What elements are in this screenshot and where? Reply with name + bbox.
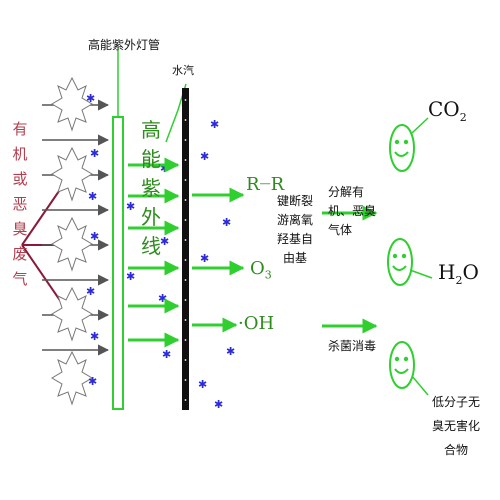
co2-subscript: 2 <box>459 111 467 124</box>
plate-dot <box>184 99 187 101</box>
plate-dot <box>184 319 187 321</box>
particle-icon: ✱ <box>88 190 97 203</box>
particle-icon: ✱ <box>200 150 209 163</box>
smiley-face-icon <box>387 238 413 286</box>
connector-line <box>409 269 433 279</box>
ozone-subscript: 3 <box>264 268 272 282</box>
particle-icon: ✱ <box>88 375 97 388</box>
particle-icon: ✱ <box>126 200 135 213</box>
particle-icon: ✱ <box>90 330 99 343</box>
catalyst-plate <box>182 88 189 410</box>
plate-dot <box>184 379 187 381</box>
particle-icon: ✱ <box>200 252 209 265</box>
hydroxyl-radical-label: ·OH <box>238 313 275 334</box>
starburst-icon <box>51 146 93 202</box>
bond-r-r: R—R <box>246 174 284 195</box>
particle-icon: ✱ <box>198 378 207 391</box>
particle-icon: ✱ <box>86 285 95 298</box>
product-h2o: H2O <box>438 260 479 287</box>
plate-dot <box>184 259 187 261</box>
radical-r-right: R <box>270 174 285 195</box>
uv-label-char: 能 <box>141 147 161 171</box>
bond-dash: — <box>259 177 271 190</box>
uv-label-char: 外 <box>141 205 161 229</box>
particle-icon: ✱ <box>210 118 219 131</box>
uv-lamp-tube <box>112 116 124 410</box>
particle-icon: ✱ <box>86 92 95 105</box>
waste-gas-char: 气 <box>12 270 28 288</box>
plate-dot <box>184 139 187 141</box>
plate-dot <box>184 239 187 241</box>
waste-gas-char: 有 <box>12 120 28 138</box>
h2o-subscript: 2 <box>455 274 463 287</box>
smiley-face-icon <box>389 341 415 389</box>
co2-text: CO <box>428 97 460 121</box>
particles-left: ✱ ✱ ✱ ✱ ✱ ✱ ✱ <box>86 92 99 388</box>
h2o-o: O <box>462 260 479 284</box>
radical-r-left: R <box>246 174 260 195</box>
waste-gas-char: 恶 <box>12 195 28 213</box>
uv-label-char: 紫 <box>141 176 161 200</box>
plate-dot <box>184 119 187 121</box>
particle-icon: ✱ <box>90 230 99 243</box>
starburst-icon <box>51 286 93 342</box>
particle-icon: ✱ <box>126 270 135 283</box>
uv-label-char: 高 <box>141 118 161 142</box>
particle-icon: ✱ <box>158 292 167 305</box>
particle-icon: ✱ <box>214 398 223 411</box>
smiley-group <box>387 124 415 389</box>
outcome-arrows <box>322 205 378 334</box>
waste-gas-char: 机 <box>12 145 28 163</box>
radical-description: 键断裂游离氧羟基自由基 <box>276 194 313 265</box>
particle-icon: ✱ <box>226 345 235 358</box>
ozone-label: O3 <box>250 258 272 282</box>
connector-line <box>411 117 429 134</box>
product-co2: CO2 <box>428 97 467 124</box>
plate-dot <box>184 159 187 161</box>
starburst-group <box>51 76 93 406</box>
connector-line <box>411 375 429 396</box>
uv-light-label: 高 能 紫 外 线 <box>138 120 164 256</box>
plate-dot <box>184 399 187 401</box>
plate-dots <box>184 99 187 401</box>
product-connectors <box>409 117 433 396</box>
plate-dot <box>184 299 187 301</box>
particle-icon: ✱ <box>90 147 99 160</box>
decompose-text: 分解有机、恶臭气体 <box>328 185 377 237</box>
waste-gas-char: 废 <box>12 245 28 263</box>
plate-dot <box>184 359 187 361</box>
waste-gas-label: 有 机 或 恶 臭 废 气 <box>10 122 30 287</box>
radical-arrows <box>192 187 245 333</box>
harmless-compounds-label: 低分子无臭无害化合物 <box>431 395 480 457</box>
water-vapor-label: 水汽 <box>172 64 194 77</box>
particle-icon: ✱ <box>160 235 169 248</box>
starburst-icon <box>51 76 93 132</box>
starburst-icon <box>51 350 93 406</box>
uv-lamp-label: 高能紫外灯管 <box>88 38 161 52</box>
waste-gas-char: 或 <box>12 170 28 188</box>
ozone-o: O <box>250 258 265 279</box>
h2o-h: H <box>438 260 456 284</box>
decompose-label: 分解有机、恶臭气体 <box>328 183 376 240</box>
plate-dot <box>184 219 187 221</box>
plate-dot <box>184 279 187 281</box>
uv-label-char: 线 <box>141 234 161 258</box>
waste-gas-char: 臭 <box>12 220 28 238</box>
plate-dot <box>184 179 187 181</box>
sterilize-label: 杀菌消毒 <box>328 339 377 353</box>
starburst-icon <box>51 216 93 272</box>
particle-icon: ✱ <box>162 348 171 361</box>
smiley-face-icon <box>389 124 415 172</box>
uv-zone-arrows <box>128 157 180 348</box>
plate-dot <box>184 199 187 201</box>
particle-icon: ✱ <box>222 216 231 229</box>
particles-right: ✱ ✱ ✱ ✱ ✱ ✱ ✱ <box>198 118 235 411</box>
plate-dot <box>184 339 187 341</box>
